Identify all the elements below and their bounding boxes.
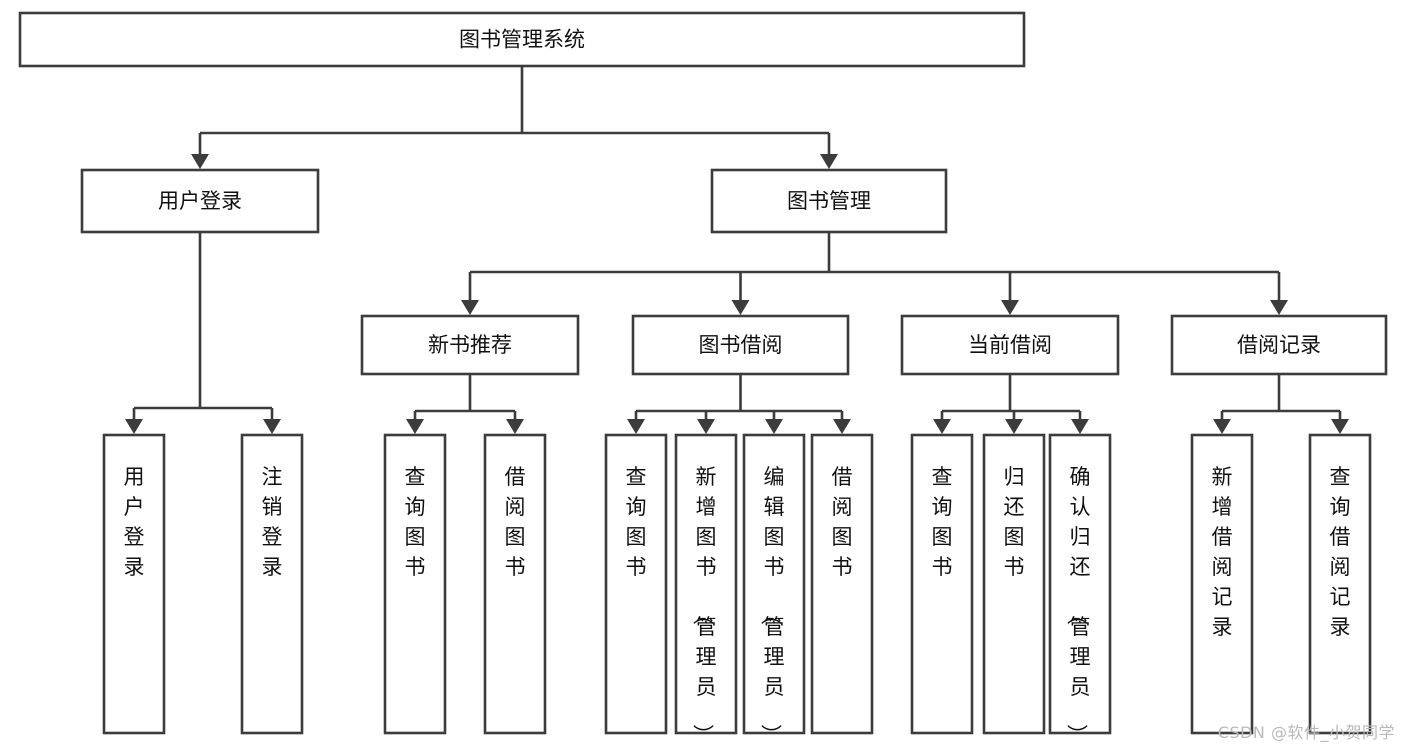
node-new-book-recommend[interactable]: 新书推荐 [360, 314, 580, 376]
node-label: 新书推荐 [428, 333, 512, 357]
node-leaf-return-book[interactable]: 归还图书 [982, 433, 1046, 735]
node-user-login[interactable]: 用户登录 [80, 168, 320, 234]
node-label: 借阅记录 [1237, 333, 1321, 357]
node-label: 图书管理 [787, 189, 871, 213]
node-leaf-user-login[interactable]: 用户登录 [102, 433, 166, 735]
node-label: 用户登录 [158, 189, 242, 213]
connector-book-manage [461, 232, 1288, 315]
node-leaf-logout[interactable]: 注销登录 [240, 433, 304, 735]
node-label: 查询图书 [932, 465, 953, 579]
node-box [631, 314, 850, 376]
node-box [360, 314, 580, 376]
node-label: 新增图书（管理员） [691, 465, 717, 745]
node-leaf-edit-book-admin[interactable]: 编辑图书（管理员） [742, 433, 806, 745]
connector-borrow-record [1213, 374, 1349, 434]
node-box [18, 11, 1026, 68]
node-box [604, 433, 668, 735]
connector-user-login [125, 232, 281, 434]
node-label: 用户登录 [124, 465, 145, 579]
node-root[interactable]: 图书管理系统 [18, 11, 1026, 68]
node-box [810, 433, 874, 735]
node-label: 注销登录 [262, 465, 283, 579]
node-leaf-add-borrow-record[interactable]: 新增借阅记录 [1190, 433, 1254, 735]
node-label: 当前借阅 [968, 333, 1052, 357]
node-box [102, 433, 166, 735]
node-label: 借阅图书 [505, 465, 526, 579]
node-book-borrow[interactable]: 图书借阅 [631, 314, 850, 376]
connector-current-borrow [933, 374, 1089, 434]
node-box [674, 433, 738, 735]
node-box [1048, 433, 1112, 735]
node-layer: 图书管理系统用户登录图书管理新书推荐图书借阅当前借阅借阅记录用户登录注销登录查询… [18, 11, 1388, 745]
node-box [910, 433, 974, 735]
node-label: 归还图书 [1004, 465, 1025, 579]
node-box [1308, 433, 1372, 735]
watermark-label: CSDN @软件_小贺同学 [1217, 723, 1395, 742]
node-box [742, 433, 806, 735]
node-label: 新增借阅记录 [1212, 465, 1233, 639]
connector-book-borrow [627, 374, 851, 434]
node-label: 查询图书 [405, 465, 426, 579]
node-leaf-borrow-book-bor[interactable]: 借阅图书 [810, 433, 874, 735]
node-borrow-record[interactable]: 借阅记录 [1170, 314, 1388, 376]
node-leaf-borrow-book-rec[interactable]: 借阅图书 [483, 433, 547, 735]
node-label: 图书借阅 [699, 333, 783, 357]
node-box [982, 433, 1046, 735]
connector-layer [125, 66, 1349, 434]
node-current-borrow[interactable]: 当前借阅 [900, 314, 1120, 376]
node-box [900, 314, 1120, 376]
node-label: 借阅图书 [832, 465, 853, 579]
connector-new-book-recommend [406, 374, 524, 434]
node-label: 图书管理系统 [459, 28, 585, 52]
node-box [1170, 314, 1388, 376]
node-label: 查询借阅记录 [1330, 465, 1351, 639]
node-leaf-query-book-cur[interactable]: 查询图书 [910, 433, 974, 735]
node-box [710, 168, 948, 234]
node-leaf-query-book-rec[interactable]: 查询图书 [383, 433, 447, 735]
node-box [383, 433, 447, 735]
node-label: 编辑图书（管理员） [759, 465, 785, 745]
node-leaf-add-book-admin[interactable]: 新增图书（管理员） [674, 433, 738, 745]
node-box [483, 433, 547, 735]
node-leaf-query-book-bor[interactable]: 查询图书 [604, 433, 668, 735]
connector-root [191, 66, 838, 169]
node-box [80, 168, 320, 234]
node-box [240, 433, 304, 735]
node-leaf-confirm-return-admin[interactable]: 确认归还（管理员） [1048, 433, 1112, 745]
node-box [1190, 433, 1254, 735]
node-label: 确认归还（管理员） [1065, 465, 1091, 745]
node-leaf-query-borrow-record[interactable]: 查询借阅记录 [1308, 433, 1372, 735]
node-label: 查询图书 [626, 465, 647, 579]
node-book-manage[interactable]: 图书管理 [710, 168, 948, 234]
